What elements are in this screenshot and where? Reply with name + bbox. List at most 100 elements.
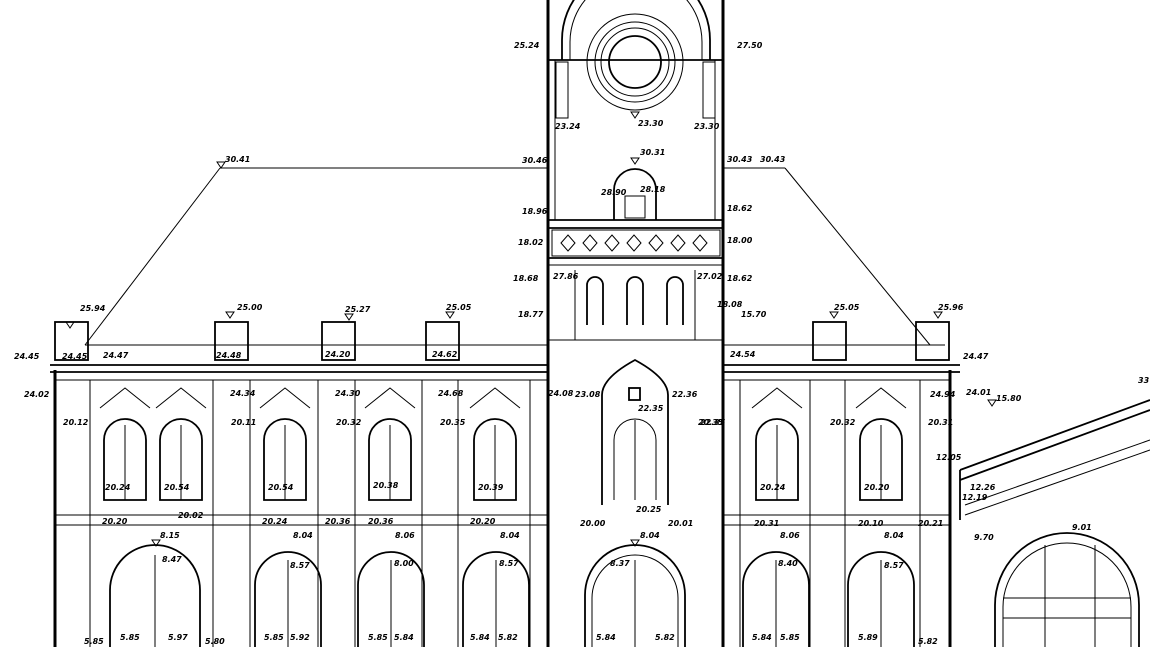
elevation-eave-left-e: 24.62	[432, 350, 458, 359]
elevation-arch-row-mid-l: 27.86	[553, 272, 579, 281]
elevation-cornice-7: 15.80	[996, 394, 1022, 403]
elevation-ground-9: 20.21	[918, 519, 943, 528]
diamond-band	[551, 229, 721, 257]
elevation-tower-band-right: 18.62	[727, 204, 753, 213]
elevation-base-left: 24.02	[24, 390, 50, 399]
elevation-bottom-2: 5.85	[120, 633, 140, 642]
elevation-bottom-12: 5.82	[655, 633, 675, 642]
elevation-labels: 25.24 27.50 23.24 23.30 23.30 30.41 30.4…	[14, 41, 1150, 646]
elevation-bottom-14: 5.85	[780, 633, 800, 642]
elevation-tower-window-top: 30.31	[640, 148, 665, 157]
elevation-ground-8: 20.10	[858, 519, 884, 528]
elevation-eave-right-a: 24.54	[730, 350, 756, 359]
elevation-roof-ridge-left: 30.41	[225, 155, 250, 164]
elevation-right-wing-top: 33	[1138, 376, 1150, 385]
elevation-tower-side-left: 18.77	[518, 310, 544, 319]
elevation-chimney-7: 25.96	[938, 303, 964, 312]
elevation-tower-mid-b: 22.35	[638, 404, 664, 413]
chimneys	[54, 321, 950, 361]
elevation-markers	[65, 111, 997, 547]
elevation-tower-side-right-b: 15.70	[741, 310, 767, 319]
elevation-tower-side-right: 18.08	[717, 300, 743, 309]
elevation-roof-ridge-right-a: 30.43	[727, 155, 753, 164]
elevation-ground-5: 20.36	[368, 517, 394, 526]
elevation-eave-left-c2: 24.45	[62, 352, 88, 361]
elevation-window-head-1: 20.12	[63, 418, 89, 427]
elevation-ground-3: 20.24	[262, 517, 288, 526]
elevation-wing-b: 12.19	[962, 493, 988, 502]
elevation-door-3: 8.06	[395, 531, 415, 540]
elevation-door-2: 8.04	[293, 531, 313, 540]
elevation-band-lower-right: 18.00	[727, 236, 753, 245]
elevation-eave-right-b: 24.47	[963, 352, 989, 361]
elevation-wing-a: 12.26	[970, 483, 996, 492]
elevation-sill-4: 20.38	[373, 481, 399, 490]
elevation-cornice-2: 24.30	[335, 389, 361, 398]
elevation-chimney-1: 25.94	[80, 304, 106, 313]
elevation-window-head-7: 20.31	[928, 418, 953, 427]
elevation-door-11: 8.57	[499, 559, 519, 568]
elevation-arch-row-right: 18.62	[727, 274, 753, 283]
elevation-bottom-5: 5.85	[264, 633, 284, 642]
upper-windows	[99, 387, 907, 501]
elevation-window-head-2: 20.11	[231, 418, 256, 427]
elevation-tower-top-left: 25.24	[514, 41, 540, 50]
elevation-window-head-6: 20.32	[830, 418, 856, 427]
elevation-eave-left-d: 24.20	[325, 350, 351, 359]
elevation-sill-tower-c: 20.01	[668, 519, 693, 528]
elevation-bottom-3: 5.97	[168, 633, 188, 642]
roof-left	[84, 167, 548, 346]
elevation-sill-5: 20.39	[478, 483, 504, 492]
elevation-sill-6: 20.24	[760, 483, 786, 492]
elevation-sill-tower: 20.00	[580, 519, 606, 528]
elevation-bottom-13: 5.84	[752, 633, 772, 642]
main-walls	[50, 364, 960, 647]
elevation-chimney-2: 25.00	[237, 303, 263, 312]
elevation-tower-top-right: 27.50	[737, 41, 763, 50]
elevation-door-6: 8.06	[780, 531, 800, 540]
elevation-bottom-9: 5.84	[470, 633, 490, 642]
elevation-sill-1: 20.24	[105, 483, 131, 492]
elevation-bottom-7: 5.85	[368, 633, 388, 642]
elevation-tower-mid-d: 22.35	[700, 418, 726, 427]
elevation-wing-e: 12.05	[936, 453, 962, 462]
elevation-eave-left-b: 24.47	[103, 351, 129, 360]
elevation-chimney-4: 25.05	[446, 303, 472, 312]
right-wing	[959, 399, 1150, 647]
elevation-roof-ridge-right-b: 30.43	[760, 155, 786, 164]
elevation-tower-bell-right: 23.30	[694, 122, 720, 131]
elevation-tower-cornice-left: 30.46	[522, 156, 548, 165]
elevation-door-9: 8.57	[290, 561, 310, 570]
elevation-eave-left-c: 24.48	[216, 351, 242, 360]
elevation-ground-2: 20.02	[178, 511, 204, 520]
elevation-cornice-5: 24.94	[930, 390, 956, 399]
elevation-ground-4: 20.36	[325, 517, 351, 526]
elevation-bottom-16: 5.82	[918, 637, 938, 646]
elevation-tower-band-left: 18.96	[522, 207, 548, 216]
elevation-tower-window-r: 28.18	[640, 185, 666, 194]
elevation-wing-d: 9.01	[1072, 523, 1092, 532]
elevation-tower-mid-a: 23.08	[575, 390, 601, 399]
elevation-door-13: 8.40	[778, 559, 798, 568]
elevation-tower-window-l: 28.90	[601, 188, 627, 197]
elevation-arch-row-left: 18.68	[513, 274, 539, 283]
roof-right	[723, 167, 945, 346]
elevation-tower-mid-c: 22.36	[672, 390, 698, 399]
elevation-bottom-8: 5.84	[394, 633, 414, 642]
elevation-ground-7: 20.31	[754, 519, 779, 528]
central-tower	[546, 0, 725, 647]
elevation-door-10: 8.00	[394, 559, 414, 568]
elevation-sill-7: 20.20	[864, 483, 890, 492]
elevation-eave-left-a: 24.45	[14, 352, 40, 361]
elevation-door-4: 8.04	[500, 531, 520, 540]
elevation-bottom-11: 5.84	[596, 633, 616, 642]
elevation-band-lower-left: 18.02	[518, 238, 544, 247]
elevation-tower-bell-left: 23.24	[555, 122, 581, 131]
elevation-door-8: 8.47	[162, 555, 182, 564]
elevation-window-head-5: 20.35	[698, 418, 724, 427]
elevation-chimney-3: 25.27	[345, 305, 371, 314]
elevation-bottom-4: 5.80	[205, 637, 225, 646]
elevation-cornice-4: 24.08	[548, 389, 574, 398]
